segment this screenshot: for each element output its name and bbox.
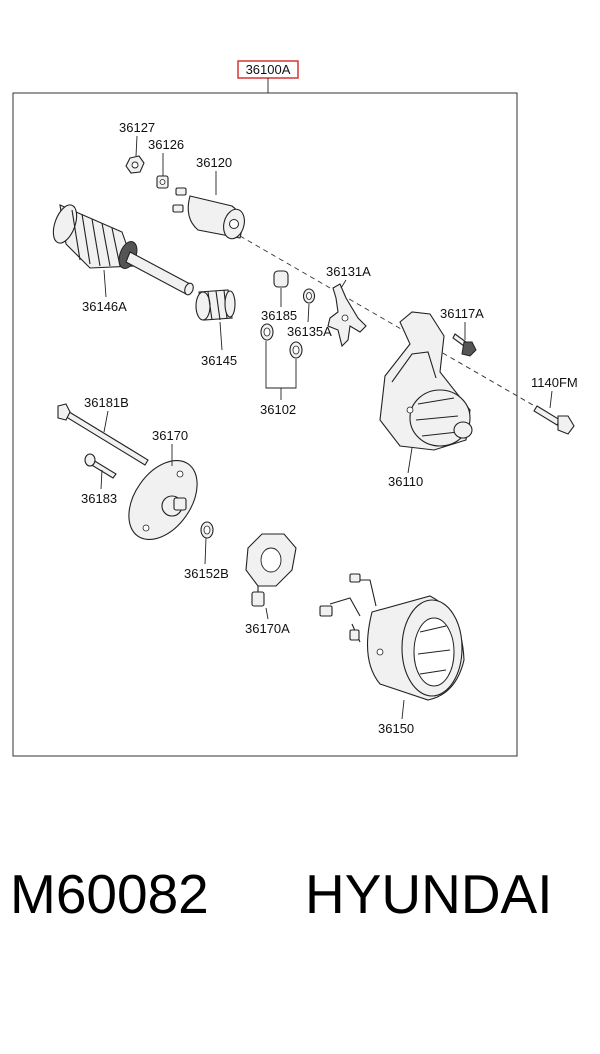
- label-36170A[interactable]: 36170A: [245, 621, 290, 636]
- label-36185[interactable]: 36185: [261, 308, 297, 323]
- end-plate-36170[interactable]: [115, 448, 211, 552]
- solenoid-36120[interactable]: [172, 187, 248, 241]
- nut-36127[interactable]: [125, 155, 145, 174]
- cap-36185[interactable]: [273, 270, 289, 288]
- leader-36110: [407, 447, 413, 474]
- label-36117A[interactable]: 36117A: [440, 306, 484, 321]
- leader-36183: [100, 469, 103, 490]
- leader-36152B: [204, 537, 207, 565]
- label-36145[interactable]: 36145: [201, 353, 237, 368]
- yoke-36150[interactable]: [319, 573, 465, 701]
- assembly-label[interactable]: 36100A: [246, 62, 291, 77]
- leader-36170A: [265, 607, 269, 620]
- label-36150[interactable]: 36150: [378, 721, 414, 736]
- assembly-frame: [12, 92, 518, 757]
- assembly-axis-line: [239, 235, 546, 413]
- label-36131A[interactable]: 36131A: [326, 264, 371, 279]
- label-36127[interactable]: 36127: [119, 120, 155, 135]
- leader-1140FM: [549, 390, 553, 409]
- part-number: M60082: [10, 863, 209, 925]
- bolt-1140FM[interactable]: [533, 405, 575, 435]
- leader-36150: [401, 699, 405, 720]
- bolt-36117A[interactable]: [452, 333, 477, 357]
- leader-36146A: [103, 269, 107, 298]
- washer-set-36102[interactable]: [260, 323, 303, 359]
- screw-36183[interactable]: [84, 453, 117, 479]
- washer-36152B[interactable]: [200, 521, 214, 539]
- leader-36181B: [103, 410, 109, 433]
- through-bolt-36181B[interactable]: [57, 403, 149, 466]
- footer: M60082 HYUNDAI: [0, 862, 600, 962]
- label-36183[interactable]: 36183: [81, 491, 117, 506]
- lever-36131A[interactable]: [327, 283, 367, 348]
- label-36181B[interactable]: 36181B: [84, 395, 129, 410]
- leader-36135A: [307, 303, 310, 323]
- washer-36126[interactable]: [156, 175, 169, 189]
- leader-36145: [219, 321, 223, 351]
- label-36102[interactable]: 36102: [260, 402, 296, 417]
- brand-name: HYUNDAI: [305, 863, 553, 925]
- label-36135A[interactable]: 36135A: [287, 324, 332, 339]
- brush-holder-36170A[interactable]: [245, 533, 297, 607]
- label-36126[interactable]: 36126: [148, 137, 184, 152]
- label-36110[interactable]: 36110: [388, 474, 423, 489]
- leader-36131A: [340, 279, 347, 289]
- front-housing-36110[interactable]: [379, 311, 473, 451]
- label-36152B[interactable]: 36152B: [184, 566, 229, 581]
- washer-36135A[interactable]: [302, 288, 316, 304]
- label-36120[interactable]: 36120: [196, 155, 232, 170]
- label-36170[interactable]: 36170: [152, 428, 188, 443]
- armature-36146A[interactable]: [49, 202, 195, 296]
- label-36146A[interactable]: 36146A: [82, 299, 127, 314]
- starter-motor-exploded-diagram: 36100A 36127 36126 36120 36146A: [12, 60, 578, 757]
- pinion-36145[interactable]: [195, 289, 236, 321]
- label-1140FM[interactable]: 1140FM: [531, 375, 578, 390]
- leader-36127: [135, 135, 138, 157]
